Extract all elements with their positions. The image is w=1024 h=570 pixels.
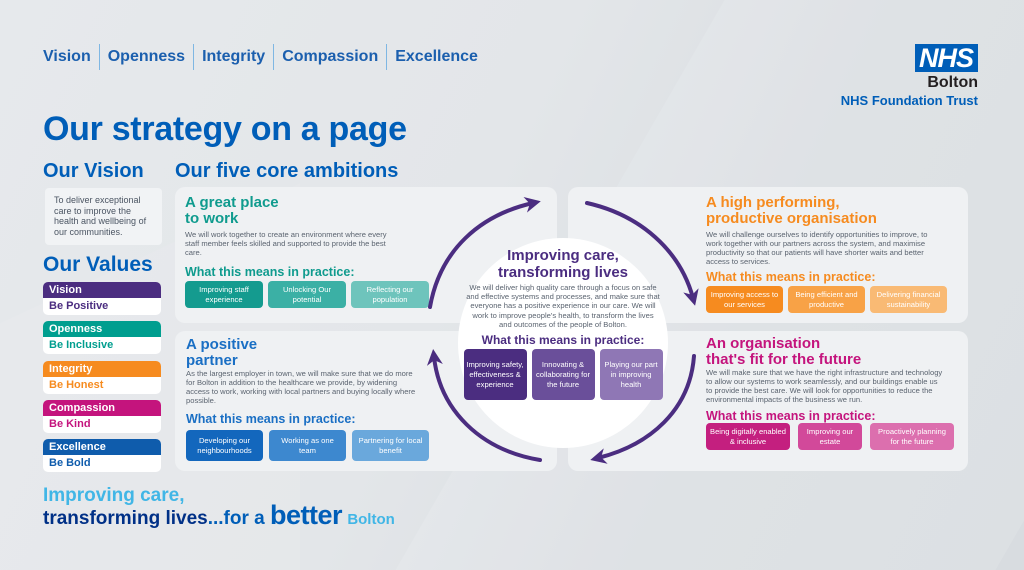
ambitions-heading: Our five core ambitions [175, 160, 399, 182]
practice-box: Improving access to our services [706, 286, 783, 313]
ambition-description: We will work together to create an envir… [185, 230, 387, 257]
ambition-title: A positive [186, 336, 258, 353]
practice-heading: What this means in practice: [481, 333, 645, 348]
tagline-text: transforming lives [43, 508, 208, 529]
values-bar-item: Openness [98, 44, 193, 70]
values-bar-item: Vision [43, 48, 91, 65]
ambition-title: transforming lives [497, 264, 629, 281]
practice-boxes: Improving access to our services Being e… [706, 286, 956, 313]
values-bar-item: Integrity [193, 44, 273, 70]
value-name: Integrity [43, 361, 161, 377]
practice-box: Improving staff experience [185, 281, 263, 308]
values-heading: Our Values [43, 253, 153, 276]
ambition-title: to work [185, 210, 239, 227]
ambition-title: A high performing, [706, 194, 840, 211]
value-tagline: Be Kind [49, 418, 91, 430]
practice-box: Working as one team [269, 430, 346, 461]
practice-boxes: Improving staff experience Unlocking Our… [185, 281, 445, 308]
nhs-logo: NHS Bolton NHS Foundation Trust [841, 44, 978, 108]
value-name: Openness [43, 321, 161, 337]
tagline: Improving care, transforming lives...for… [43, 486, 395, 530]
tagline-bolton: Bolton [347, 511, 395, 528]
practice-heading: What this means in practice: [706, 409, 876, 423]
vision-statement: To deliver exceptional care to improve t… [45, 188, 162, 245]
value-tagline: Be Positive [49, 300, 109, 312]
value-name: Compassion [43, 400, 161, 416]
practice-box: Unlocking Our potential [268, 281, 346, 308]
ambition-high-performing: A high performing, productive organisati… [706, 195, 956, 313]
practice-box: Proactively planning for the future [870, 423, 954, 450]
practice-box: Being digitally enabled & inclusive [706, 423, 790, 450]
practice-box: Innovating & collaborating for the futur… [531, 349, 595, 401]
practice-box: Being efficient and productive [788, 286, 865, 313]
value-tagline: Be Honest [49, 379, 104, 391]
value-tagline: Be Inclusive [49, 339, 114, 351]
tagline-line2: transforming lives...for a better Bolton [43, 502, 395, 530]
values-bar-item: Compassion [273, 44, 386, 70]
vision-heading: Our Vision [43, 160, 144, 182]
logo-org-name: Bolton [927, 74, 978, 91]
value-name: Vision [43, 282, 161, 298]
values-bar: Vision Openness Integrity Compassion Exc… [43, 44, 486, 70]
value-card-integrity: Integrity Be Honest [43, 361, 161, 394]
value-card-vision: Vision Be Positive [43, 282, 161, 315]
nhs-badge: NHS [914, 44, 978, 72]
ambition-description: We will make sure that we have the right… [706, 368, 943, 404]
practice-box: Reflecting our population [351, 281, 429, 308]
practice-boxes: Developing our neighbourhoods Working as… [186, 430, 446, 461]
values-bar-item: Excellence [386, 44, 486, 70]
ambition-title: An organisation [706, 335, 821, 352]
ambition-fit-for-future: An organisation that's fit for the futur… [706, 336, 956, 450]
practice-boxes: Being digitally enabled & inclusive Impr… [706, 423, 956, 450]
ambition-title: that's fit for the future [706, 351, 862, 368]
ambition-description: We will deliver high quality care throug… [466, 283, 660, 329]
practice-box: Improving safety, effectiveness & experi… [463, 349, 527, 401]
ambition-title: productive organisation [706, 210, 877, 227]
practice-box: Playing our part in improving health [599, 349, 663, 401]
practice-heading: What this means in practice: [706, 270, 876, 284]
logo-trust-name: NHS Foundation Trust [840, 93, 978, 108]
ambition-improving-care: Improving care, transforming lives We wi… [458, 247, 668, 401]
ambition-positive-partner: A positive partner As the largest employ… [186, 337, 446, 461]
ambition-description: As the largest employer in town, we will… [186, 369, 416, 405]
ambition-title: Improving care, [507, 247, 619, 264]
value-card-excellence: Excellence Be Bold [43, 439, 161, 472]
tagline-text: ...for a [207, 508, 271, 529]
ambition-description: We will challenge ourselves to identify … [706, 230, 928, 266]
value-tagline: Be Bold [49, 457, 91, 469]
value-card-compassion: Compassion Be Kind [43, 400, 161, 433]
practice-heading: What this means in practice: [185, 265, 355, 279]
value-card-openness: Openness Be Inclusive [43, 321, 161, 354]
practice-heading: What this means in practice: [186, 412, 356, 426]
tagline-better: better [270, 500, 343, 530]
ambition-title: A great place [185, 194, 279, 211]
practice-boxes: Improving safety, effectiveness & experi… [458, 349, 668, 401]
practice-box: Improving our estate [798, 423, 862, 450]
tagline-line1: Improving care, [43, 485, 185, 506]
value-name: Excellence [43, 439, 161, 455]
practice-box: Developing our neighbourhoods [186, 430, 263, 461]
page-title: Our strategy on a page [43, 110, 407, 148]
ambition-title: partner [186, 352, 238, 369]
ambition-great-place: A great place to work We will work toget… [185, 195, 445, 308]
practice-box: Delivering financial sustainability [870, 286, 947, 313]
practice-box: Partnering for local benefit [352, 430, 429, 461]
center-circle [458, 238, 668, 448]
